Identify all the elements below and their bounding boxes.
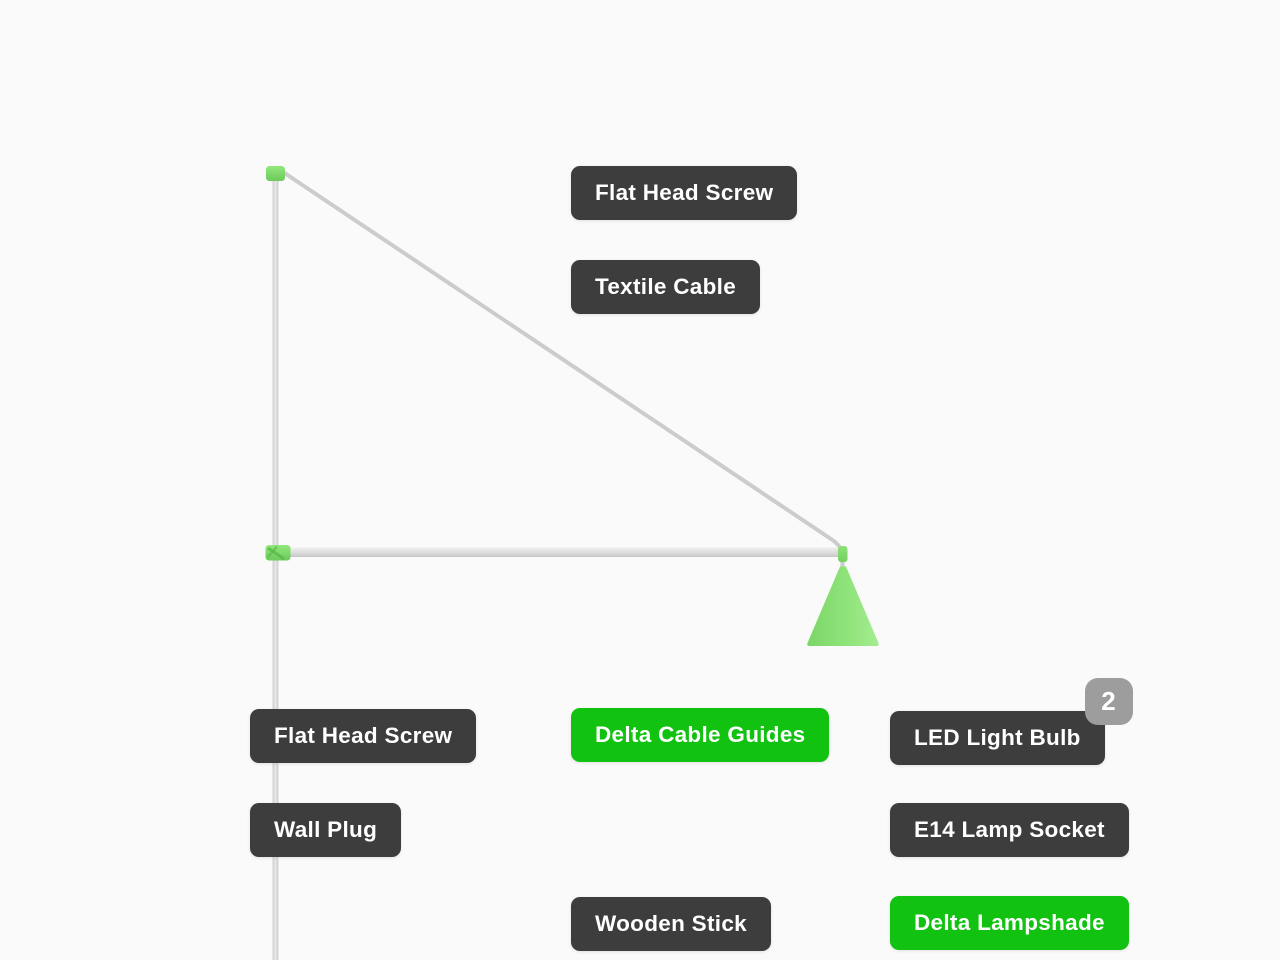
- count-badge: 2: [1084, 678, 1133, 725]
- part-label-flat-head-screw-top[interactable]: Flat Head Screw: [571, 166, 798, 220]
- flat-head-screw-part[interactable]: [266, 166, 285, 181]
- part-label-delta-lampshade[interactable]: Delta Lampshade: [890, 896, 1129, 950]
- part-label-e14-lamp-socket[interactable]: E14 Lamp Socket: [890, 803, 1129, 857]
- led-light-bulb-text: LED Light Bulb: [914, 725, 1081, 750]
- delta-lampshade-cone[interactable]: [807, 566, 879, 647]
- delta-cable-guide-end[interactable]: [838, 546, 848, 562]
- part-label-led-light-bulb[interactable]: LED Light Bulb 2: [890, 678, 1133, 765]
- part-label-wooden-stick[interactable]: Wooden Stick: [571, 897, 771, 951]
- part-label-delta-cable-guides[interactable]: Delta Cable Guides: [571, 708, 830, 762]
- wooden-stick-horizontal[interactable]: [266, 547, 843, 558]
- part-label-wall-plug[interactable]: Wall Plug: [250, 803, 402, 857]
- wooden-stick-vertical[interactable]: [272, 171, 279, 960]
- part-label-textile-cable[interactable]: Textile Cable: [571, 260, 761, 314]
- part-label-flat-head-screw-bottom[interactable]: Flat Head Screw: [250, 709, 477, 763]
- textile-cable-line[interactable]: [281, 170, 845, 568]
- delta-cable-guide-joint[interactable]: [265, 545, 291, 561]
